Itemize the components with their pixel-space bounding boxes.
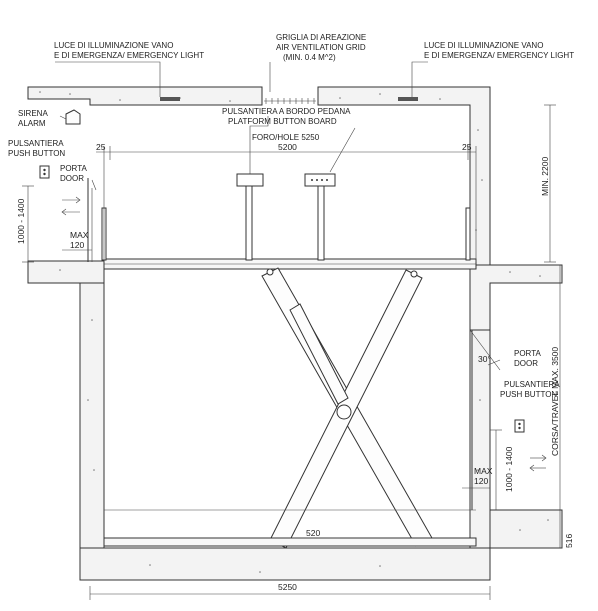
roof-slab-left [27,86,263,106]
light-left-line1: LUCE DI ILLUMINAZIONE VANO [54,41,173,50]
dim-max-left-line1: MAX [70,230,89,240]
platform-board-line1: PULSANTIERA A BORDO PEDANA [222,107,351,116]
dimension-lines [22,104,561,600]
dim-max-left-line2: 120 [70,240,84,250]
dim-base-offset: 520 [306,528,320,538]
hydraulic-cylinder [289,303,349,405]
dim-pb-height-right: 1000 - 1400 [504,446,514,492]
ground-slab-left [27,260,105,284]
pit-wall-left [79,282,105,564]
direction-arrows-right-icon [529,454,547,472]
scissor-pivot [336,404,352,420]
door-left-line2: DOOR [60,174,84,183]
door-left-line1: PORTA [60,164,87,173]
siren-icon [65,109,81,125]
annotation-labels: LUCE DI ILLUMINAZIONE VANO E DI EMERGENZ… [8,33,574,399]
vent-grid-line1: GRIGLIA DI AREAZIONE [276,33,366,42]
vent-grid-icon [264,98,316,104]
pit-floor [79,547,491,581]
light-fixture-left [160,97,180,101]
lift-platform [101,173,477,270]
leader-lines [55,61,501,366]
vent-grid-line2: AIR VENTILATION GRID [276,43,366,52]
top-pivot-left [266,268,274,276]
dim-travel: CORSA/TRAVEL MAX. 3500 [550,347,560,456]
dimension-values: 25 5200 25 MIN. 2200 1000 - 1400 MAX 120… [16,142,574,592]
dim-right-gap: 25 [462,142,472,152]
push-button-right-icon [514,419,525,433]
door-right [469,329,501,510]
door-right-line2: DOOR [514,359,538,368]
light-fixture-right [398,97,418,101]
dim-door-angle: 30° [478,354,491,364]
dim-platform-width: 5200 [278,142,297,152]
hole-label: FORO/HOLE 5250 [252,133,320,142]
light-right-line2: E DI EMERGENZA/ EMERGENCY LIGHT [424,51,574,60]
light-right-line1: LUCE DI ILLUMINAZIONE VANO [424,41,543,50]
door-left [87,178,93,262]
dim-pit-depth: 516 [564,534,574,548]
pushbutton-left-line1: PULSANTIERA [8,139,64,148]
direction-arrows-left-icon [61,196,81,216]
top-pivot-right [410,270,418,278]
siren-line2: ALARM [18,119,46,128]
light-left-line2: E DI EMERGENZA/ EMERGENCY LIGHT [54,51,204,60]
pushbutton-left-line2: PUSH BUTTON [8,149,65,158]
platform-board-line2: PLATFORM BUTTON BOARD [228,117,337,126]
dim-max-right-line1: MAX [474,466,493,476]
push-button-left-icon [39,165,50,179]
door-right-line1: PORTA [514,349,541,358]
right-upper-wall [469,264,563,331]
siren-line1: SIRENA [18,109,48,118]
dim-max-right-line2: 120 [474,476,488,486]
structure-walls [27,86,563,581]
ground-right-base [489,509,563,549]
scissor-mechanism [261,267,433,549]
platform-button-board-stand [236,173,336,261]
dim-pit-width: 5250 [278,582,297,592]
dim-pb-height-left: 1000 - 1400 [16,198,26,244]
vent-grid-line3: (MIN. 0.4 M^2) [283,53,336,62]
platform-side-post-right [465,207,471,261]
pushbutton-right-line1: PULSANTIERA [504,380,560,389]
pushbutton-right-line2: PUSH BUTTON [500,390,557,399]
dim-min-height: MIN. 2200 [540,157,550,196]
dim-left-gap: 25 [96,142,106,152]
